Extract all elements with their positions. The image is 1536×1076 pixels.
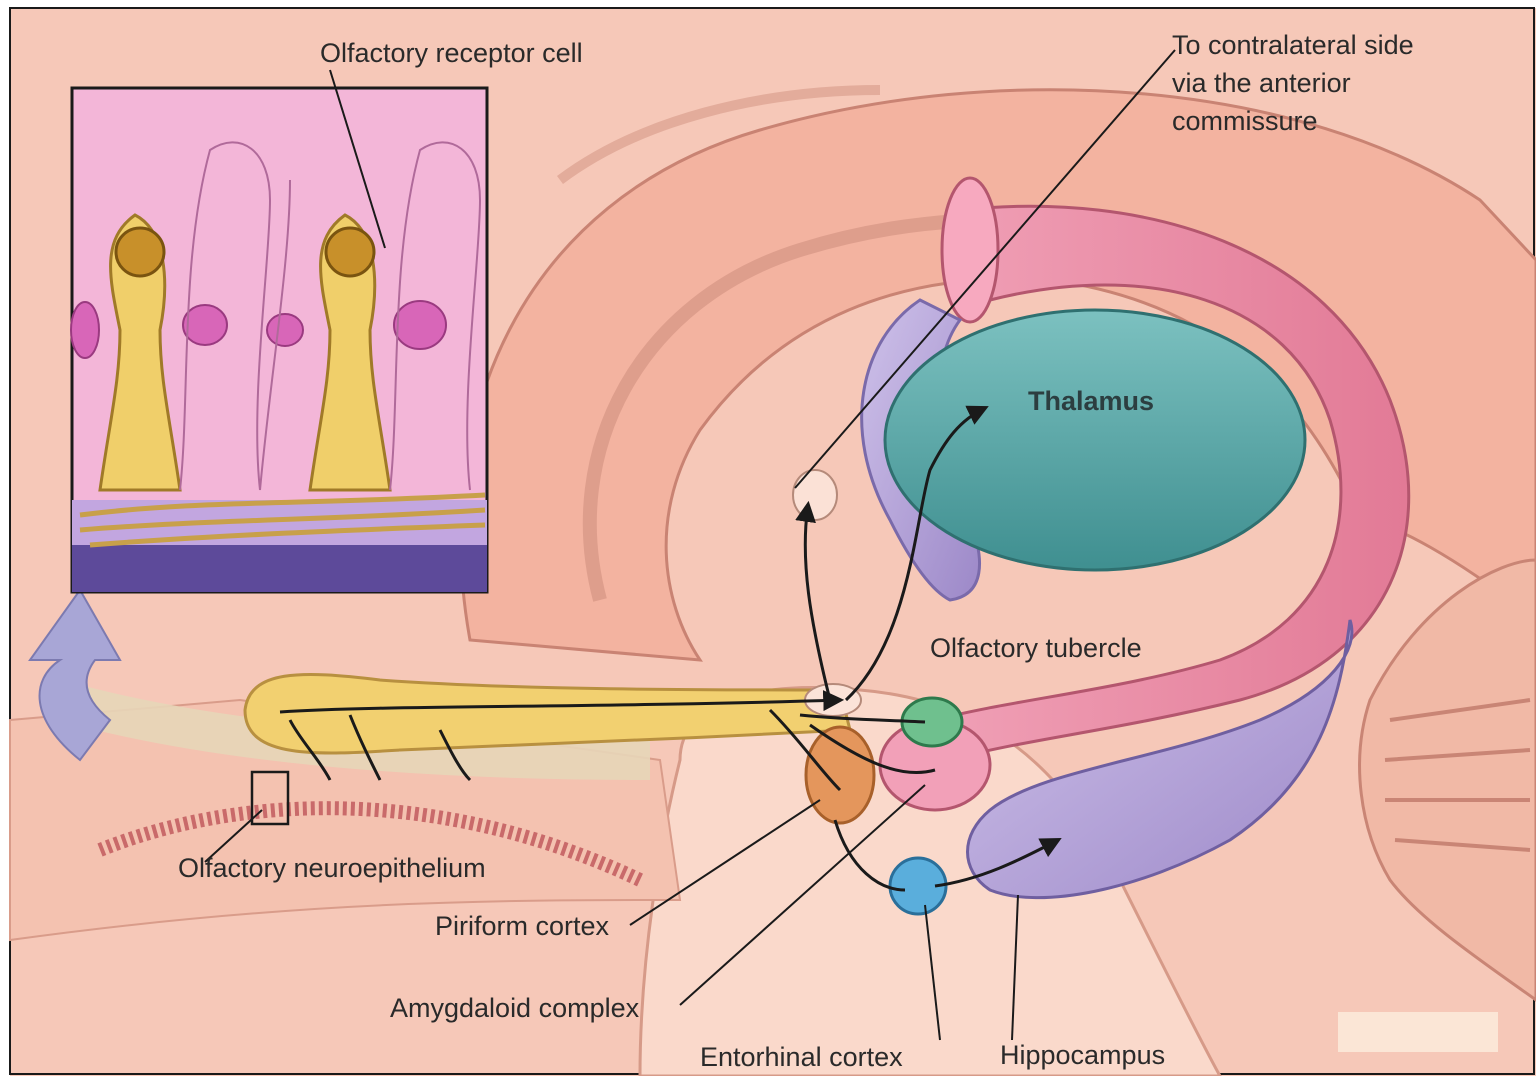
fornix-cut-end [942, 178, 998, 322]
label-olfactory-receptor-cell: Olfactory receptor cell [320, 38, 583, 68]
epithelium-inset [71, 88, 487, 592]
label-entorhinal-cortex: Entorhinal cortex [700, 1042, 903, 1072]
piriform-cortex [806, 727, 874, 823]
label-contralateral-line3: commissure [1172, 106, 1318, 136]
receptor-nucleus-1 [116, 228, 164, 276]
label-contralateral-line2: via the anterior [1172, 68, 1351, 98]
label-hippocampus: Hippocampus [1000, 1040, 1165, 1070]
label-olfactory-tubercle: Olfactory tubercle [930, 633, 1142, 663]
label-amygdaloid-complex: Amygdaloid complex [390, 993, 640, 1023]
label-thalamus: Thalamus [1028, 386, 1154, 416]
watermark-patch [1338, 1012, 1498, 1052]
receptor-nucleus-2 [326, 228, 374, 276]
anterior-commissure [793, 470, 837, 520]
inset-basal-lamina [72, 545, 487, 592]
inset-lamina-propria [72, 500, 487, 545]
label-olfactory-neuroepithelium: Olfactory neuroepithelium [178, 853, 486, 883]
label-piriform-cortex: Piriform cortex [435, 911, 610, 941]
label-contralateral-line1: To contralateral side [1172, 30, 1414, 60]
